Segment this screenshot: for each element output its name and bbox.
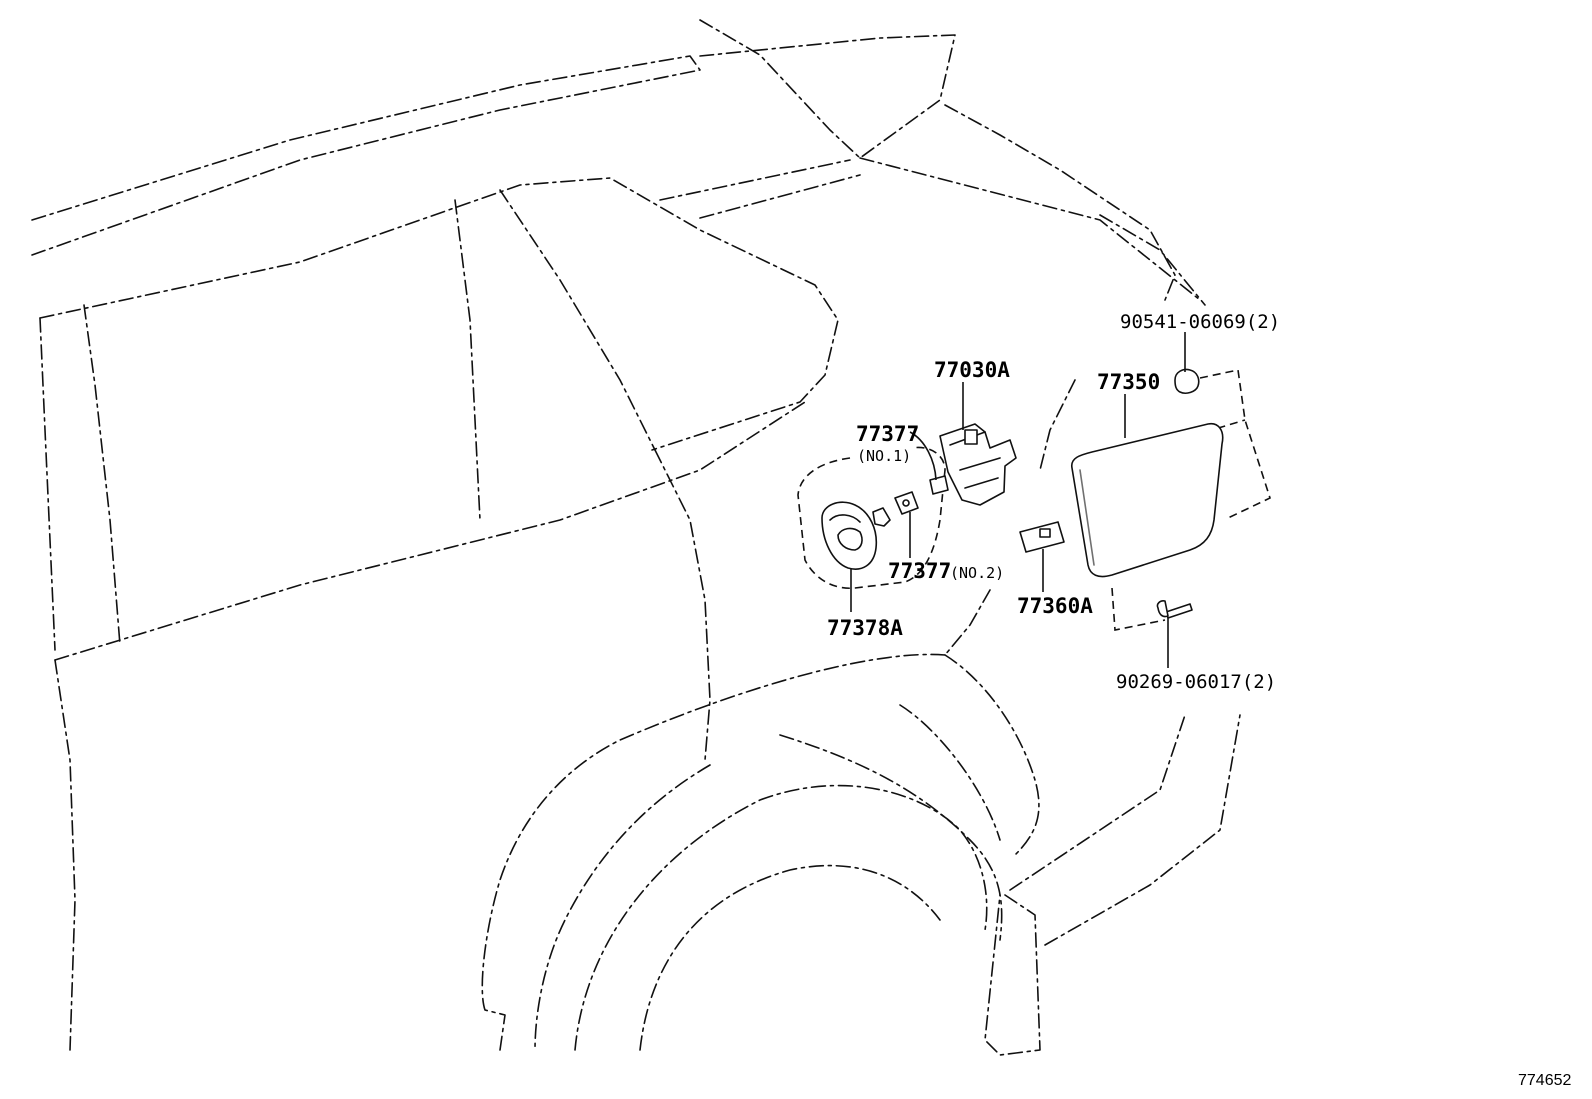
- label-bolt-clip: 90541-06069(2): [1120, 311, 1280, 333]
- label-hinge-spring-no2-part: 77377: [888, 559, 951, 583]
- label-lid: 77350: [1097, 370, 1160, 394]
- label-screw: 90269-06017(2): [1116, 671, 1276, 693]
- reference-number: 774652: [1518, 1072, 1571, 1089]
- label-hinge: 77360A: [1017, 594, 1093, 618]
- hinge-spring-no2-part: [894, 491, 919, 515]
- lid-fastener-group: [1199, 369, 1271, 519]
- lock-actuator-part: [929, 423, 1017, 506]
- filler-box-part: [821, 501, 878, 570]
- label-hinge-spring-no2-tag: (NO.2): [950, 564, 1004, 582]
- label-lock-actuator: 77030A: [934, 358, 1010, 382]
- hinge-spring-no1-part: [872, 507, 891, 527]
- screw-part: [1156, 600, 1193, 619]
- label-filler-box: 77378A: [827, 616, 903, 640]
- label-hinge-spring-no1-part: 77377: [856, 422, 919, 446]
- part-labels: 90541-06069(2) 77350 77030A 77377 (NO.1)…: [827, 311, 1280, 693]
- screw-group: [1111, 587, 1166, 631]
- lid-hinge-part: [1019, 521, 1065, 553]
- clip-part: [1174, 368, 1200, 394]
- filler-box-group: [797, 446, 946, 590]
- leader-lines: [850, 332, 1186, 668]
- fuel-lid-part: [1070, 422, 1224, 578]
- label-hinge-spring-no1-tag: (NO.1): [857, 447, 911, 465]
- vehicle-body-outline: [31, 19, 1241, 1056]
